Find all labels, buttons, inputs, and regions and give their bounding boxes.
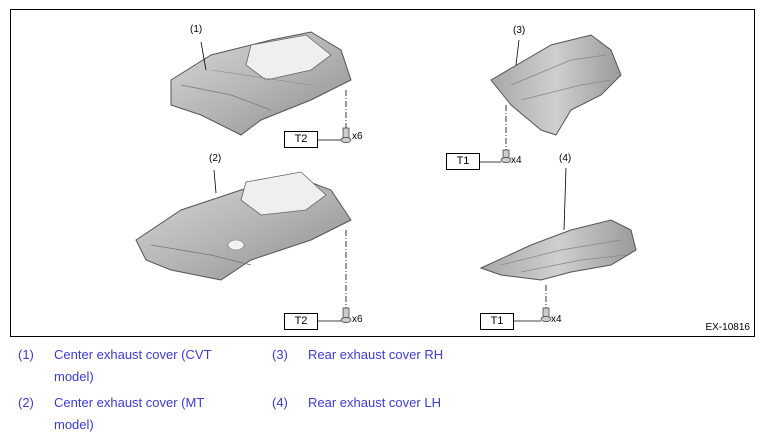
- qty-label-2: x6: [352, 314, 363, 325]
- legend-text-line1: Center exhaust cover (CVT: [54, 347, 212, 362]
- bolt-center-lines: [345, 90, 547, 310]
- torque-box-t1-lower: T1: [480, 313, 514, 330]
- torque-box-t1-upper: T1: [446, 153, 480, 170]
- qty-label-1: x6: [352, 131, 363, 142]
- bolts: [340, 127, 552, 323]
- callout-2: (2): [209, 153, 222, 164]
- figure-id: EX-10816: [705, 322, 750, 333]
- diagram-frame: (1) (2) (3) (4) T2 T2 T1 T1 x6 x6 x4 x4 …: [10, 9, 755, 337]
- callout-3: (3): [513, 25, 526, 36]
- legend-item-4: (4) Rear exhaust cover LH: [272, 392, 532, 414]
- legend-num: (2): [18, 395, 34, 410]
- legend-text-line1: Rear exhaust cover RH: [308, 347, 444, 362]
- legend-text-line1: Center exhaust cover (MT: [54, 395, 205, 410]
- callout-4: (4): [559, 153, 572, 164]
- legend-num: (4): [272, 395, 288, 410]
- rear-exhaust-cover-rh: [490, 34, 622, 136]
- rear-exhaust-cover-lh: [479, 167, 637, 281]
- qty-label-3: x4: [511, 155, 522, 166]
- torque-box-t2-lower: T2: [284, 313, 318, 330]
- legend-item-2: (2) Center exhaust cover (MT model): [18, 392, 268, 438]
- legend-item-1: (1) Center exhaust cover (CVT model): [18, 344, 268, 390]
- qty-label-4: x4: [551, 314, 562, 325]
- callout-1: (1): [190, 24, 203, 35]
- center-exhaust-cover-cvt: [170, 31, 352, 136]
- legend-text-line1: Rear exhaust cover LH: [308, 395, 441, 410]
- legend-text-line2: model): [54, 417, 94, 432]
- legend-text-line2: model): [54, 369, 94, 384]
- torque-leaders: [318, 139, 541, 322]
- center-exhaust-cover-mt: [135, 169, 352, 281]
- legend-item-3: (3) Rear exhaust cover RH: [272, 344, 532, 366]
- torque-box-t2-upper: T2: [284, 131, 318, 148]
- legend-num: (1): [18, 347, 34, 362]
- legend-num: (3): [272, 347, 288, 362]
- exploded-view: [135, 31, 637, 323]
